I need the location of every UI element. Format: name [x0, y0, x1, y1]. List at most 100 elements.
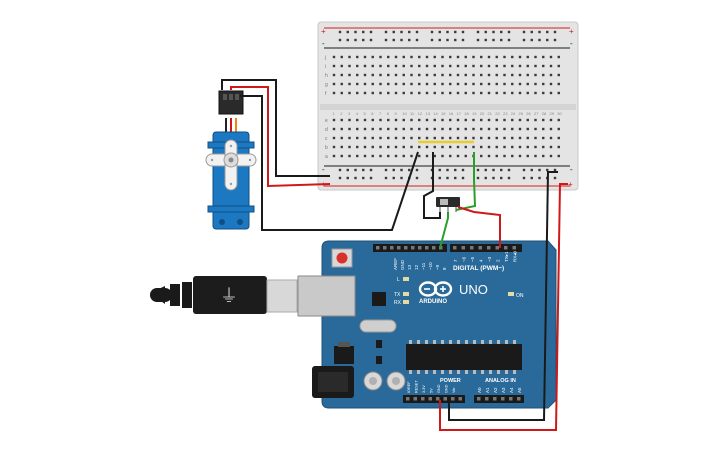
- breadboard-hole[interactable]: [549, 136, 553, 140]
- breadboard-hole[interactable]: [456, 73, 460, 77]
- breadboard-hole[interactable]: [418, 73, 421, 77]
- rail-hole[interactable]: [392, 168, 395, 172]
- breadboard-hole[interactable]: [449, 136, 452, 140]
- breadboard-hole[interactable]: [394, 91, 398, 95]
- breadboard-hole[interactable]: [542, 118, 545, 122]
- breadboard-hole[interactable]: [410, 82, 413, 86]
- breadboard-hole[interactable]: [371, 145, 374, 149]
- header-pin[interactable]: [383, 246, 387, 250]
- breadboard-hole[interactable]: [526, 154, 529, 158]
- rail-hole[interactable]: [392, 176, 395, 180]
- breadboard-hole[interactable]: [441, 73, 444, 77]
- rail-hole[interactable]: [530, 168, 533, 172]
- rail-hole[interactable]: [461, 176, 465, 180]
- breadboard-hole[interactable]: [511, 136, 514, 140]
- header-pin[interactable]: [487, 246, 491, 250]
- breadboard-hole[interactable]: [394, 154, 398, 158]
- breadboard-hole[interactable]: [480, 73, 483, 77]
- breadboard-hole[interactable]: [518, 136, 522, 140]
- breadboard-hole[interactable]: [526, 136, 529, 140]
- breadboard-hole[interactable]: [340, 136, 343, 140]
- breadboard-hole[interactable]: [348, 91, 351, 95]
- breadboard-hole[interactable]: [418, 64, 421, 68]
- rail-hole[interactable]: [522, 38, 526, 42]
- rail-hole[interactable]: [369, 30, 373, 34]
- rail-hole[interactable]: [338, 30, 342, 34]
- power-header[interactable]: [403, 395, 465, 403]
- breadboard-hole[interactable]: [464, 82, 467, 86]
- analog-header[interactable]: [474, 395, 524, 403]
- breadboard-hole[interactable]: [480, 82, 483, 86]
- rail-hole[interactable]: [446, 176, 449, 180]
- rail-hole[interactable]: [454, 168, 457, 172]
- breadboard-hole[interactable]: [371, 64, 374, 68]
- rail-hole[interactable]: [400, 168, 403, 172]
- breadboard-hole[interactable]: [511, 127, 514, 131]
- breadboard-hole[interactable]: [418, 154, 421, 158]
- header-pin[interactable]: [413, 397, 418, 401]
- breadboard-hole[interactable]: [503, 127, 506, 131]
- breadboard-hole[interactable]: [449, 91, 452, 95]
- breadboard-hole[interactable]: [472, 73, 475, 77]
- rail-hole[interactable]: [362, 38, 365, 42]
- rail-hole[interactable]: [438, 168, 441, 172]
- breadboard-hole[interactable]: [340, 55, 343, 59]
- header-pin[interactable]: [406, 397, 410, 401]
- breadboard-hole[interactable]: [449, 145, 452, 149]
- breadboard-hole[interactable]: [394, 55, 398, 59]
- header-pin[interactable]: [436, 397, 440, 401]
- rail-hole[interactable]: [354, 168, 357, 172]
- breadboard-hole[interactable]: [379, 118, 382, 122]
- breadboard-hole[interactable]: [441, 118, 444, 122]
- breadboard-hole[interactable]: [549, 82, 553, 86]
- breadboard-hole[interactable]: [425, 127, 429, 131]
- rail-hole[interactable]: [500, 168, 503, 172]
- breadboard-hole[interactable]: [371, 73, 374, 77]
- breadboard-hole[interactable]: [549, 145, 553, 149]
- breadboard-hole[interactable]: [332, 73, 336, 77]
- rail-hole[interactable]: [492, 176, 495, 180]
- breadboard-hole[interactable]: [511, 118, 514, 122]
- rail-hole[interactable]: [530, 176, 533, 180]
- breadboard-hole[interactable]: [441, 82, 444, 86]
- breadboard-hole[interactable]: [418, 91, 421, 95]
- power-rail-wire[interactable]: [439, 183, 568, 431]
- rail-hole[interactable]: [553, 38, 557, 42]
- breadboard-hole[interactable]: [526, 91, 529, 95]
- breadboard-hole[interactable]: [402, 127, 405, 131]
- breadboard-hole[interactable]: [410, 91, 413, 95]
- rail-hole[interactable]: [369, 38, 373, 42]
- breadboard-hole[interactable]: [418, 127, 421, 131]
- ground-rail-wire[interactable]: [448, 171, 558, 421]
- breadboard-hole[interactable]: [464, 136, 467, 140]
- breadboard-hole[interactable]: [472, 82, 475, 86]
- usb-port[interactable]: [297, 275, 356, 317]
- breadboard-hole[interactable]: [518, 118, 522, 122]
- rail-hole[interactable]: [507, 176, 511, 180]
- breadboard-hole[interactable]: [503, 145, 506, 149]
- breadboard-hole[interactable]: [441, 145, 444, 149]
- breadboard-hole[interactable]: [332, 127, 336, 131]
- breadboard-hole[interactable]: [534, 127, 537, 131]
- breadboard-hole[interactable]: [332, 118, 336, 122]
- breadboard-hole[interactable]: [518, 64, 522, 68]
- rail-hole[interactable]: [415, 30, 419, 34]
- breadboard-hole[interactable]: [410, 118, 413, 122]
- header-pin[interactable]: [458, 397, 463, 401]
- breadboard-hole[interactable]: [472, 127, 475, 131]
- breadboard-hole[interactable]: [348, 55, 351, 59]
- rail-hole[interactable]: [461, 168, 465, 172]
- breadboard-hole[interactable]: [534, 145, 537, 149]
- rail-hole[interactable]: [546, 168, 549, 172]
- breadboard-hole[interactable]: [363, 64, 367, 68]
- breadboard-hole[interactable]: [464, 118, 467, 122]
- breadboard-hole[interactable]: [394, 136, 398, 140]
- breadboard-hole[interactable]: [464, 154, 467, 158]
- rail-hole[interactable]: [392, 38, 395, 42]
- breadboard-hole[interactable]: [503, 55, 506, 59]
- breadboard-hole[interactable]: [371, 55, 374, 59]
- breadboard-hole[interactable]: [503, 64, 506, 68]
- rail-hole[interactable]: [384, 176, 388, 180]
- rail-hole[interactable]: [408, 168, 411, 172]
- slide-switch[interactable]: [436, 197, 460, 212]
